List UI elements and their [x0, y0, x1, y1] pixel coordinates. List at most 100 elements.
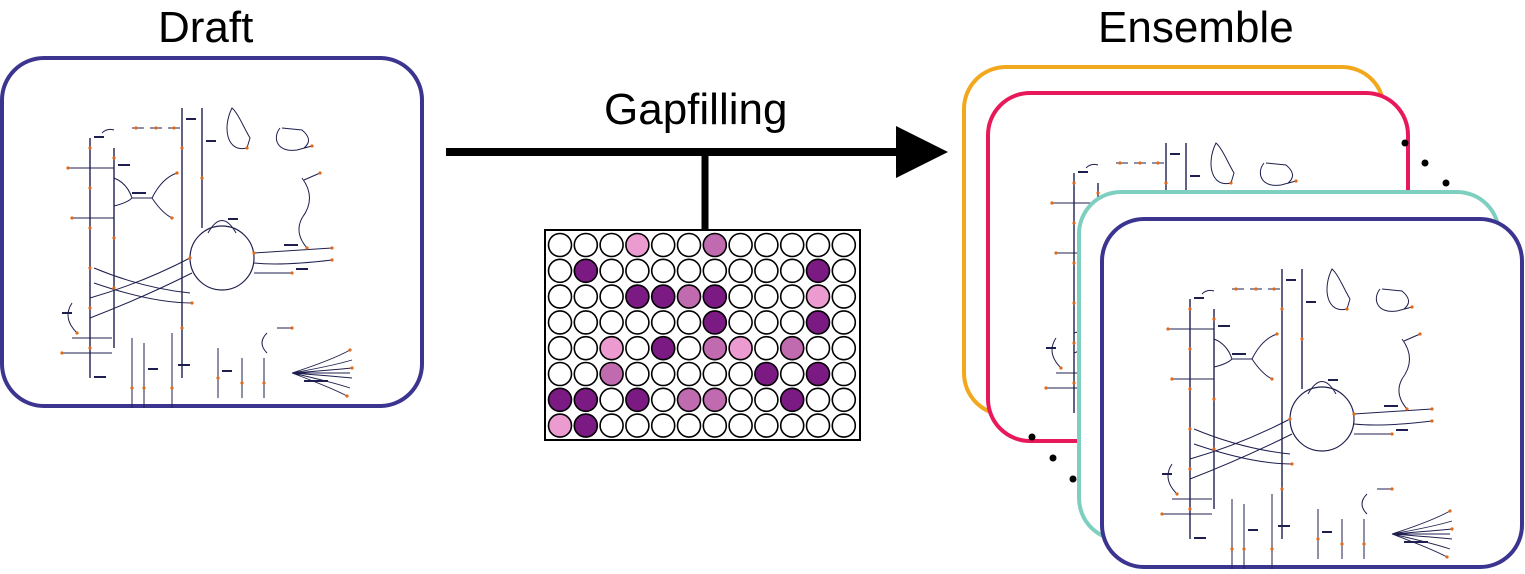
plate-well	[573, 361, 599, 387]
ellipsis-dot	[1049, 454, 1057, 462]
plate-well	[547, 387, 573, 413]
ellipsis-dot	[1028, 433, 1036, 441]
plate-well	[625, 335, 650, 361]
plate-well	[805, 413, 831, 438]
plate-well	[805, 232, 831, 258]
phenotype-plate	[544, 229, 861, 441]
plate-well	[547, 413, 573, 438]
plate-well	[702, 335, 728, 361]
plate-well	[547, 258, 573, 284]
plate-well	[573, 258, 599, 284]
ellipsis-dot	[1401, 139, 1409, 147]
plate-well	[805, 310, 831, 335]
plate-well	[599, 361, 624, 387]
plate-well	[599, 284, 624, 309]
plate-well	[650, 310, 676, 335]
ellipsis-dot	[1421, 159, 1429, 167]
plate-well	[599, 258, 624, 284]
plate-well	[805, 335, 831, 361]
plate-well	[650, 361, 676, 387]
plate-well	[754, 361, 779, 387]
plate-well	[676, 232, 702, 258]
plate-well	[650, 258, 676, 284]
plate-well	[650, 387, 676, 413]
plate-well	[676, 361, 702, 387]
plate-well	[625, 387, 650, 413]
plate-well	[650, 232, 676, 258]
plate-well	[779, 310, 805, 335]
plate-well	[650, 284, 676, 309]
plate-well	[831, 413, 857, 438]
plate-well	[547, 232, 573, 258]
plate-well	[702, 232, 728, 258]
plate-well	[650, 335, 676, 361]
arrow-head	[896, 126, 948, 178]
plate-well	[547, 335, 573, 361]
plate-well	[573, 387, 599, 413]
plate-well	[831, 361, 857, 387]
plate-well	[676, 284, 702, 309]
plate-well	[676, 413, 702, 438]
plate-well	[754, 258, 779, 284]
plate-well	[599, 232, 624, 258]
plate-well	[779, 335, 805, 361]
plate-well	[728, 232, 753, 258]
plate-well	[599, 413, 624, 438]
plate-well	[831, 310, 857, 335]
plate-well	[754, 387, 779, 413]
plate-well	[805, 361, 831, 387]
plate-well	[547, 310, 573, 335]
plate-well	[625, 361, 650, 387]
plate-well	[779, 413, 805, 438]
plate-well	[599, 310, 624, 335]
plate-well	[625, 413, 650, 438]
plate-well	[625, 284, 650, 309]
plate-well	[831, 387, 857, 413]
plate-well	[676, 387, 702, 413]
draft-title: Draft	[158, 3, 254, 52]
plate-well	[728, 361, 753, 387]
plate-well	[676, 335, 702, 361]
ensemble-card-4	[1100, 217, 1524, 569]
plate-well	[702, 310, 728, 335]
plate-well	[831, 284, 857, 309]
plate-well	[728, 335, 753, 361]
plate-well	[625, 232, 650, 258]
plate-well	[599, 335, 624, 361]
plate-well	[650, 413, 676, 438]
plate-well	[702, 387, 728, 413]
plate-well	[702, 413, 728, 438]
plate-well	[754, 310, 779, 335]
plate-well	[728, 284, 753, 309]
plate-well	[831, 258, 857, 284]
plate-well	[728, 387, 753, 413]
plate-well	[779, 284, 805, 309]
plate-well	[831, 232, 857, 258]
ensemble-stack	[962, 65, 1524, 570]
plate-well	[573, 232, 599, 258]
draft-model-card	[0, 56, 424, 409]
plate-well	[573, 284, 599, 309]
draft-card-border	[0, 56, 424, 408]
plate-well	[547, 284, 573, 309]
gapfilling-label: Gapfilling	[604, 85, 788, 134]
plate-well	[728, 258, 753, 284]
plate-well	[779, 258, 805, 284]
plate-well	[573, 413, 599, 438]
plate-well	[779, 361, 805, 387]
plate-well	[702, 361, 728, 387]
plate-well	[754, 413, 779, 438]
plate-well	[676, 258, 702, 284]
plate-well	[625, 258, 650, 284]
plate-well	[625, 310, 650, 335]
plate-well	[702, 284, 728, 309]
plate-well	[573, 335, 599, 361]
plate-well	[805, 284, 831, 309]
plate-well	[728, 310, 753, 335]
plate-well	[599, 387, 624, 413]
plate-well	[728, 413, 753, 438]
ensemble-title: Ensemble	[1098, 3, 1294, 52]
plate-well	[805, 258, 831, 284]
plate-well	[831, 335, 857, 361]
